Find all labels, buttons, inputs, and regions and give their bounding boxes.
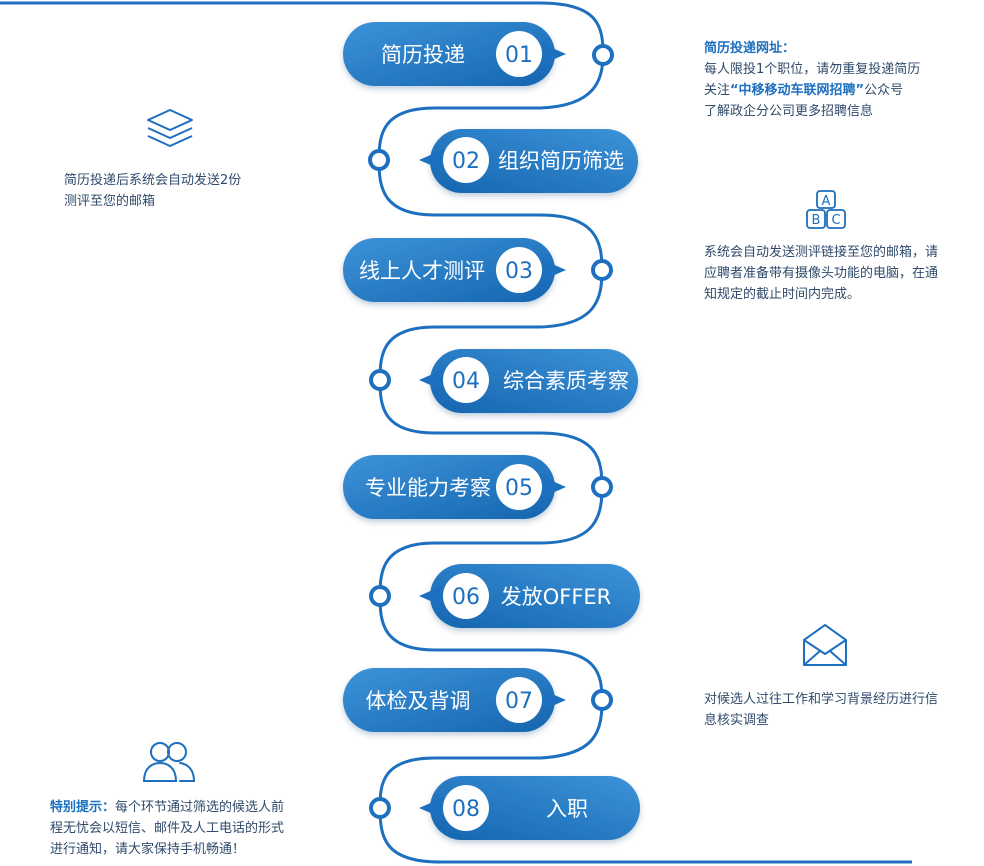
apply-note-title: 简历投递网址： [704,41,796,56]
connector-dot [591,689,613,711]
tip-label: 特别提示： [50,800,116,815]
step-number: 03 [505,259,533,284]
wechat-account-name: “中移移动车联网招聘” [730,83,865,98]
arrow-left-icon [419,586,442,606]
step-06: 06 发放OFFER [369,564,640,628]
abc-letter: B [812,213,821,228]
abc-blocks-icon: A B C [806,190,846,229]
connector-dot [369,585,391,607]
step-number: 02 [452,149,480,174]
connector-dot [368,149,390,171]
step-04: 04 综合素质考察 [369,349,638,413]
step-pill [343,668,555,732]
step-02: 02 组织简历筛选 [368,129,638,193]
note-line: 息核实调查 [704,713,770,728]
arrow-left-icon [419,798,442,818]
step-number: 01 [505,43,533,68]
users-icon [142,742,196,782]
arrow-left-icon [419,150,442,170]
step-01: 01 简历投递 [343,22,614,86]
arrow-right-icon [543,44,566,64]
step-pill [343,22,555,86]
step-03: 03 线上人才测评 [343,238,613,302]
note-line: 测评至您的邮箱 [64,194,156,209]
step-label: 发放OFFER [501,585,612,609]
note-line: 进行通知，请大家保持手机畅通！ [50,842,246,857]
envelope-icon [803,624,847,666]
step-number-circle [443,573,489,619]
step-number-circle [443,357,489,403]
special-tip-note: 特别提示：每个环节通过筛选的候选人前 程无忧会以短信、邮件及人工电话的形式 进行… [50,797,340,860]
step-number-circle [496,677,542,723]
connector-dot [592,44,614,66]
layers-icon [147,109,193,147]
note-line: 知规定的截止时间内完成。 [704,287,861,302]
step-number: 06 [452,585,480,610]
abc-letter: C [831,213,840,228]
step-label: 组织简历筛选 [498,149,624,173]
apply-note-line: 关注“中移移动车联网招聘”公众号 [704,80,974,101]
arrow-left-icon [419,370,442,390]
apply-note: 简历投递网址： 每人限投1个职位，请勿重复投递简历 关注“中移移动车联网招聘”公… [704,38,974,122]
arrow-right-icon [543,477,566,497]
arrow-right-icon [543,690,566,710]
step-number: 04 [452,369,480,394]
step-label: 入职 [546,797,588,821]
note-line: 特别提示：每个环节通过筛选的候选人前 [50,797,340,818]
step-08: 08 入职 [369,776,640,840]
step-label: 体检及背调 [366,689,471,713]
step-pill [343,455,555,519]
step-label: 线上人才测评 [359,259,485,283]
apply-note-text: 公众号 [864,83,904,98]
step-number: 05 [505,476,533,501]
step-pill [343,238,555,302]
step-number-circle [443,137,489,183]
apply-note-line: 每人限投1个职位，请勿重复投递简历 [704,62,921,77]
arrow-right-icon [543,260,566,280]
step-07: 07 体检及背调 [343,668,613,732]
abc-letter: A [822,194,831,209]
connector-dot [369,369,391,391]
connector-dot [369,797,391,819]
apply-note-line: 了解政企分公司更多招聘信息 [704,104,874,119]
step-05: 05 专业能力考察 [343,455,613,519]
assessment-email-note: 简历投递后系统会自动发送2份 测评至您的邮箱 [64,170,294,212]
apply-note-text: 关注 [704,83,731,98]
step-label: 专业能力考察 [365,476,491,500]
step-number-circle [443,785,489,831]
note-line: 系统会自动发送测评链接至您的邮箱，请 [704,245,939,260]
connector-dot [591,259,613,281]
step-number: 07 [505,689,533,714]
step-number-circle [496,247,542,293]
step-number-circle [496,464,542,510]
note-line: 简历投递后系统会自动发送2份 [64,173,242,188]
online-test-note: 系统会自动发送测评链接至您的邮箱，请 应聘者准备带有摄像头功能的电脑，在通 知规… [704,242,980,305]
step-number-circle [496,31,542,77]
tip-text: 每个环节通过筛选的候选人前 [115,800,285,815]
connector-line [0,1,912,864]
step-label: 综合素质考察 [503,369,629,393]
note-line: 程无忧会以短信、邮件及人工电话的形式 [50,821,285,836]
step-number: 08 [452,797,480,822]
step-label: 简历投递 [381,43,465,67]
note-line: 应聘者准备带有摄像头功能的电脑，在通 [704,266,939,281]
connector-dot [591,476,613,498]
note-line: 对候选人过往工作和学习背景经历进行信 [704,692,939,707]
background-check-note: 对候选人过往工作和学习背景经历进行信 息核实调查 [704,689,980,731]
